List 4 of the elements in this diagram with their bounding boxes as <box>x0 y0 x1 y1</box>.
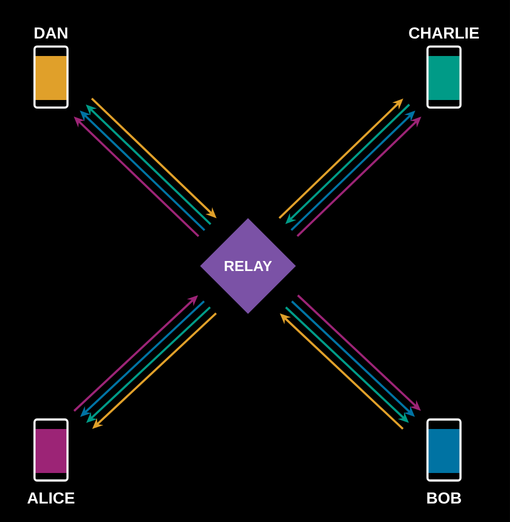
person-label: BOB <box>427 492 462 504</box>
person-label: DAN <box>34 28 68 38</box>
person-label: ALICE <box>27 492 74 504</box>
person-label: CHARLIE <box>409 27 479 39</box>
